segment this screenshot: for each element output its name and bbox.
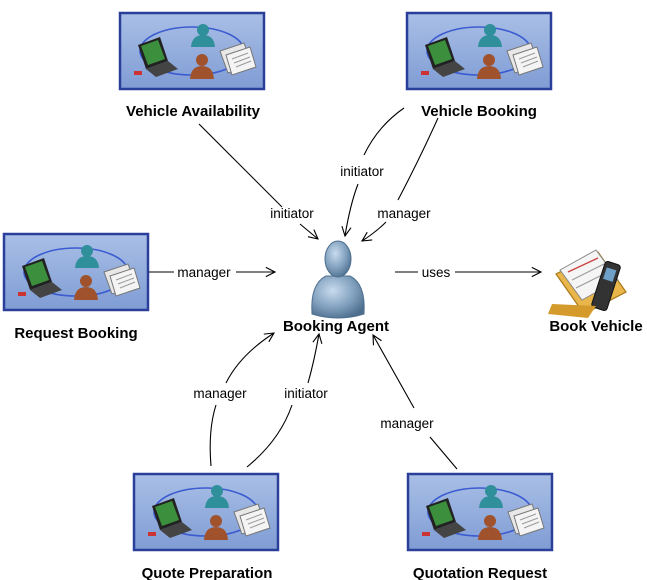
quote-preparation-node[interactable]: Quote Preparation xyxy=(132,472,280,580)
node-label: Vehicle Availability xyxy=(126,103,261,120)
node-label: Quotation Request xyxy=(413,565,547,580)
person-icon xyxy=(311,240,365,319)
edge-label: manager xyxy=(377,206,431,221)
node-label: Quote Preparation xyxy=(142,565,273,580)
edge-uses: uses xyxy=(395,265,541,280)
vehicle-availability-node[interactable]: Vehicle Availability xyxy=(118,11,266,120)
edge-label: manager xyxy=(193,386,247,401)
book-vehicle-node[interactable]: Book Vehicle xyxy=(548,249,643,335)
node-label: Booking Agent xyxy=(283,318,389,335)
edge-label: initiator xyxy=(284,386,328,401)
edge-quote-preparation-manager: manager xyxy=(193,333,274,467)
edge-vehicle-availability-initiator: initiator xyxy=(198,123,318,239)
node-label: Book Vehicle xyxy=(549,318,642,335)
collaboration-group-icon xyxy=(406,472,554,552)
edge-vehicle-booking-initiator: initiator xyxy=(340,107,405,236)
booking-agent-node[interactable]: Booking Agent xyxy=(283,240,389,335)
edge-label: manager xyxy=(177,265,231,280)
edge-request-booking-manager: manager xyxy=(149,265,275,280)
request-booking-node[interactable]: Request Booking xyxy=(2,232,150,342)
node-label: Vehicle Booking xyxy=(421,103,537,120)
vehicle-booking-node[interactable]: Vehicle Booking xyxy=(405,11,553,120)
edge-quotation-request-manager: manager xyxy=(373,335,458,470)
edge-label: uses xyxy=(422,265,451,280)
folder-with-phone-icon xyxy=(548,249,627,318)
edge-label: manager xyxy=(380,416,434,431)
collaboration-group-icon xyxy=(118,11,266,91)
edge-vehicle-booking-manager: manager xyxy=(362,117,439,241)
node-label: Request Booking xyxy=(14,325,137,342)
collaboration-group-icon xyxy=(2,232,150,312)
collaboration-group-icon xyxy=(132,472,280,552)
quotation-request-node[interactable]: Quotation Request xyxy=(406,472,554,580)
collaboration-group-icon xyxy=(405,11,553,91)
edge-quote-preparation-initiator: initiator xyxy=(246,334,328,468)
edge-label: initiator xyxy=(270,206,314,221)
edge-label: initiator xyxy=(340,164,384,179)
